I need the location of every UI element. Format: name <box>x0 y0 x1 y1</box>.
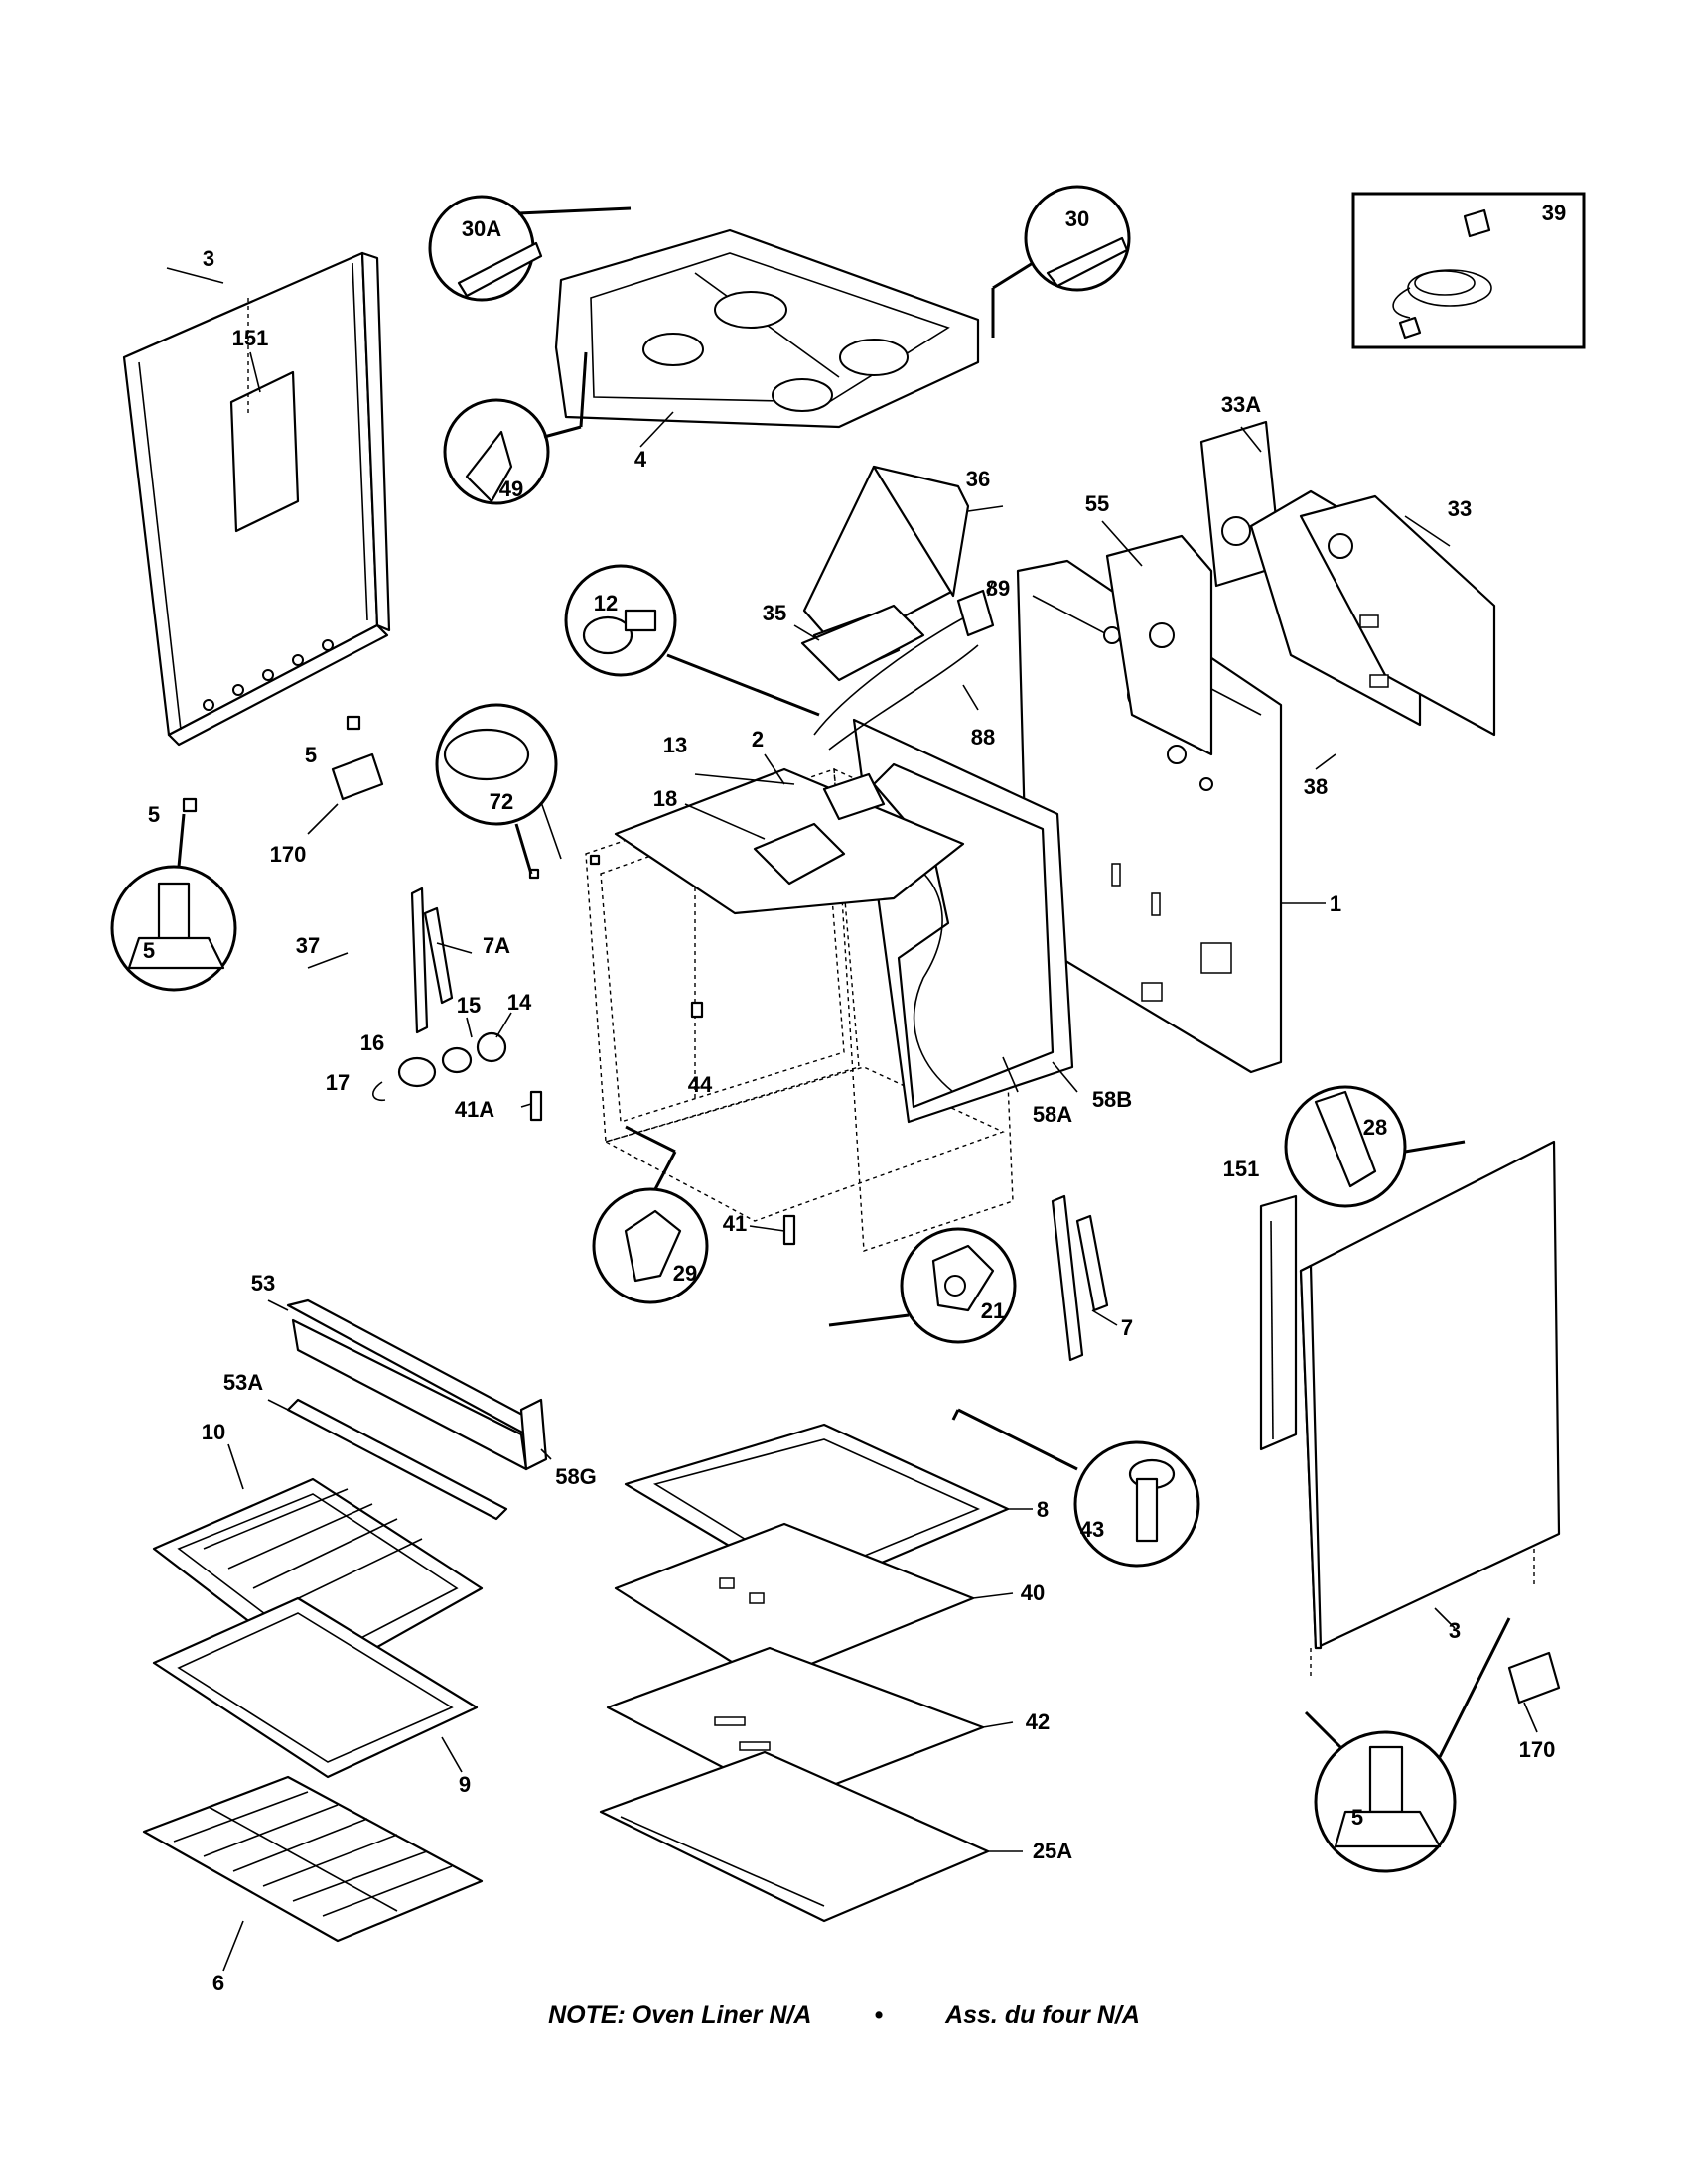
note-english: NOTE: Oven Liner N/A <box>548 2001 812 2029</box>
callout-17: 17 <box>326 1070 350 1095</box>
callout-7: 7 <box>1121 1315 1133 1340</box>
wiring-harness <box>813 580 995 751</box>
callout-33: 33 <box>1448 496 1472 521</box>
leveling-brackets <box>307 752 1561 1733</box>
broiler-pan <box>152 1596 479 1779</box>
left-side-panel <box>122 251 391 747</box>
callout-16: 16 <box>360 1030 384 1055</box>
callout-43: 43 <box>1080 1517 1104 1542</box>
callout-49: 49 <box>499 477 523 501</box>
callout-30: 30 <box>1065 206 1089 231</box>
callout-58A: 58A <box>1033 1102 1072 1127</box>
note-separator: • <box>874 2001 884 2029</box>
callout-151-left: 151 <box>232 326 269 350</box>
callout-18: 18 <box>653 786 677 811</box>
callout-39: 39 <box>1542 201 1566 225</box>
callout-55: 55 <box>1085 491 1109 516</box>
detail-circle-49 <box>443 351 588 505</box>
callout-15: 15 <box>457 993 481 1018</box>
detail-circle-21 <box>828 1227 1017 1344</box>
callout-36: 36 <box>966 467 990 491</box>
callout-8: 8 <box>1037 1497 1049 1522</box>
callout-5-a: 5 <box>305 743 317 767</box>
oven-body <box>585 718 1078 1252</box>
detail-circle-28 <box>1284 1085 1466 1208</box>
callout-2: 2 <box>752 727 764 751</box>
callout-28: 28 <box>1363 1115 1387 1140</box>
detail-circle-5-left <box>110 813 237 992</box>
callout-58G: 58G <box>555 1464 597 1489</box>
callout-4: 4 <box>634 447 647 472</box>
callout-29: 29 <box>673 1261 697 1286</box>
callout-88: 88 <box>971 725 995 750</box>
callout-41A: 41A <box>455 1097 494 1122</box>
rear-panels <box>1016 420 1496 1074</box>
callout-5-d: 5 <box>1351 1805 1363 1830</box>
callout-89: 89 <box>986 576 1010 601</box>
callout-33A: 33A <box>1221 392 1261 417</box>
callout-170-right: 170 <box>1519 1737 1556 1762</box>
broiler-pan-grid <box>152 1443 484 1680</box>
callout-7A: 7A <box>483 933 510 958</box>
oven-rack <box>142 1775 484 1972</box>
callout-12: 12 <box>594 591 618 615</box>
detail-circle-5-right <box>1304 1617 1511 1873</box>
detail-circle-12 <box>564 564 820 717</box>
callout-58B: 58B <box>1092 1087 1132 1112</box>
callout-5-c: 5 <box>143 938 155 963</box>
callout-3-right: 3 <box>1449 1618 1461 1643</box>
callout-44: 44 <box>688 1072 713 1097</box>
callout-10: 10 <box>202 1420 225 1444</box>
oven-light-assembly <box>307 952 512 1102</box>
detail-circle-30A <box>428 195 632 302</box>
callout-72: 72 <box>490 789 513 814</box>
callout-37: 37 <box>296 933 320 958</box>
callout-5-b: 5 <box>148 802 160 827</box>
drawer-track-left <box>410 887 473 1034</box>
callout-35: 35 <box>763 601 786 625</box>
note-french: Ass. du four N/A <box>945 2001 1140 2029</box>
detail-circle-30 <box>991 185 1131 338</box>
callout-13: 13 <box>663 733 687 757</box>
clips-and-screws <box>182 715 796 1246</box>
diagram-footnote: NOTE: Oven Liner N/A • Ass. du four N/A <box>0 2001 1688 2030</box>
callout-41: 41 <box>723 1211 747 1236</box>
callout-38: 38 <box>1304 774 1328 799</box>
callout-170-left: 170 <box>270 842 307 867</box>
callout-9: 9 <box>459 1772 471 1797</box>
callout-151-right: 151 <box>1223 1157 1260 1181</box>
callout-30A: 30A <box>462 216 501 241</box>
cooktop-panel <box>554 228 980 448</box>
right-side-panel <box>1259 1140 1561 1678</box>
callout-3-left: 3 <box>203 246 214 271</box>
callout-21: 21 <box>981 1298 1005 1323</box>
detail-circle-29 <box>592 1125 709 1304</box>
callout-42: 42 <box>1026 1709 1050 1734</box>
oven-bottom-panels <box>599 1423 1033 1923</box>
callout-6: 6 <box>212 1971 224 1995</box>
callout-labels: 30A 30 39 3 151 4 49 36 33A 55 33 12 35 … <box>143 201 1566 1995</box>
callout-1: 1 <box>1330 891 1341 916</box>
detail-circle-43 <box>951 1408 1200 1568</box>
callout-25A: 25A <box>1033 1839 1072 1863</box>
callout-53A: 53A <box>223 1370 263 1395</box>
drawer-front-assembly <box>267 1298 552 1521</box>
callout-40: 40 <box>1021 1580 1045 1605</box>
callout-14: 14 <box>507 990 532 1015</box>
drawer-track-right <box>1051 1194 1118 1362</box>
callout-53: 53 <box>251 1271 275 1296</box>
power-cord-inset <box>1351 192 1586 349</box>
detail-circle-72 <box>435 703 558 875</box>
oven-vent-duct <box>793 465 1004 682</box>
